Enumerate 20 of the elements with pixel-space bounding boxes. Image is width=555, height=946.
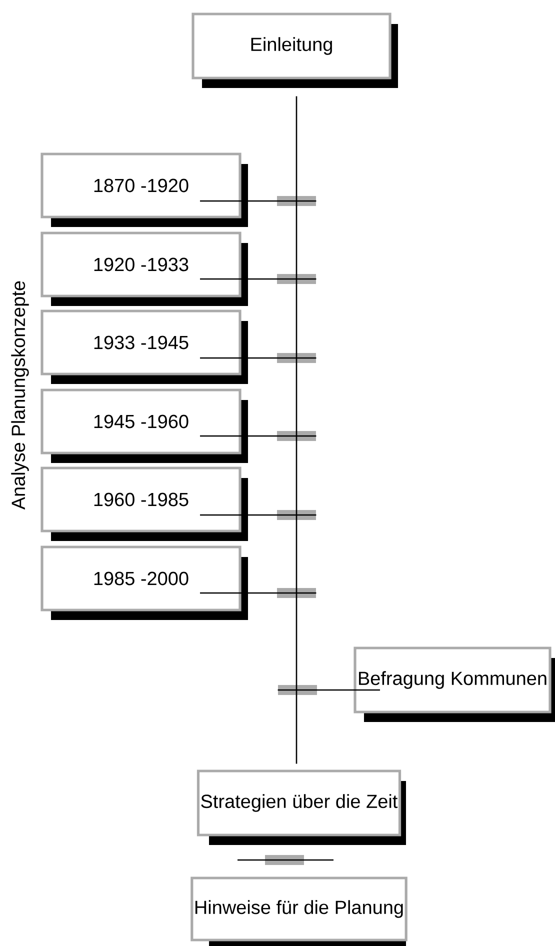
axis-label: Analyse Planungskonzepte <box>11 281 29 510</box>
leader-line <box>200 357 316 359</box>
process-box: 1985 -2000 <box>40 546 248 620</box>
process-box: Einleitung <box>192 12 398 88</box>
process-box: 1945 -1960 <box>40 388 248 463</box>
leader-line <box>200 200 316 202</box>
process-box: Hinweise für die Planung <box>190 876 408 946</box>
leader-line <box>200 514 316 516</box>
leader-line <box>278 689 380 691</box>
process-box: 1960 -1985 <box>40 466 248 541</box>
process-box: 1933 -1945 <box>40 310 248 384</box>
leader-line <box>200 435 316 437</box>
process-box: 1920 -1933 <box>40 232 248 306</box>
leader-line <box>200 592 316 594</box>
process-box: Strategien über die Zeit <box>196 770 406 845</box>
timeline-line <box>296 96 298 764</box>
leader-line <box>200 278 316 280</box>
process-box: Befragung Kommunen <box>354 646 555 722</box>
separator-bar <box>238 855 334 865</box>
process-box: 1870 -1920 <box>40 152 248 227</box>
